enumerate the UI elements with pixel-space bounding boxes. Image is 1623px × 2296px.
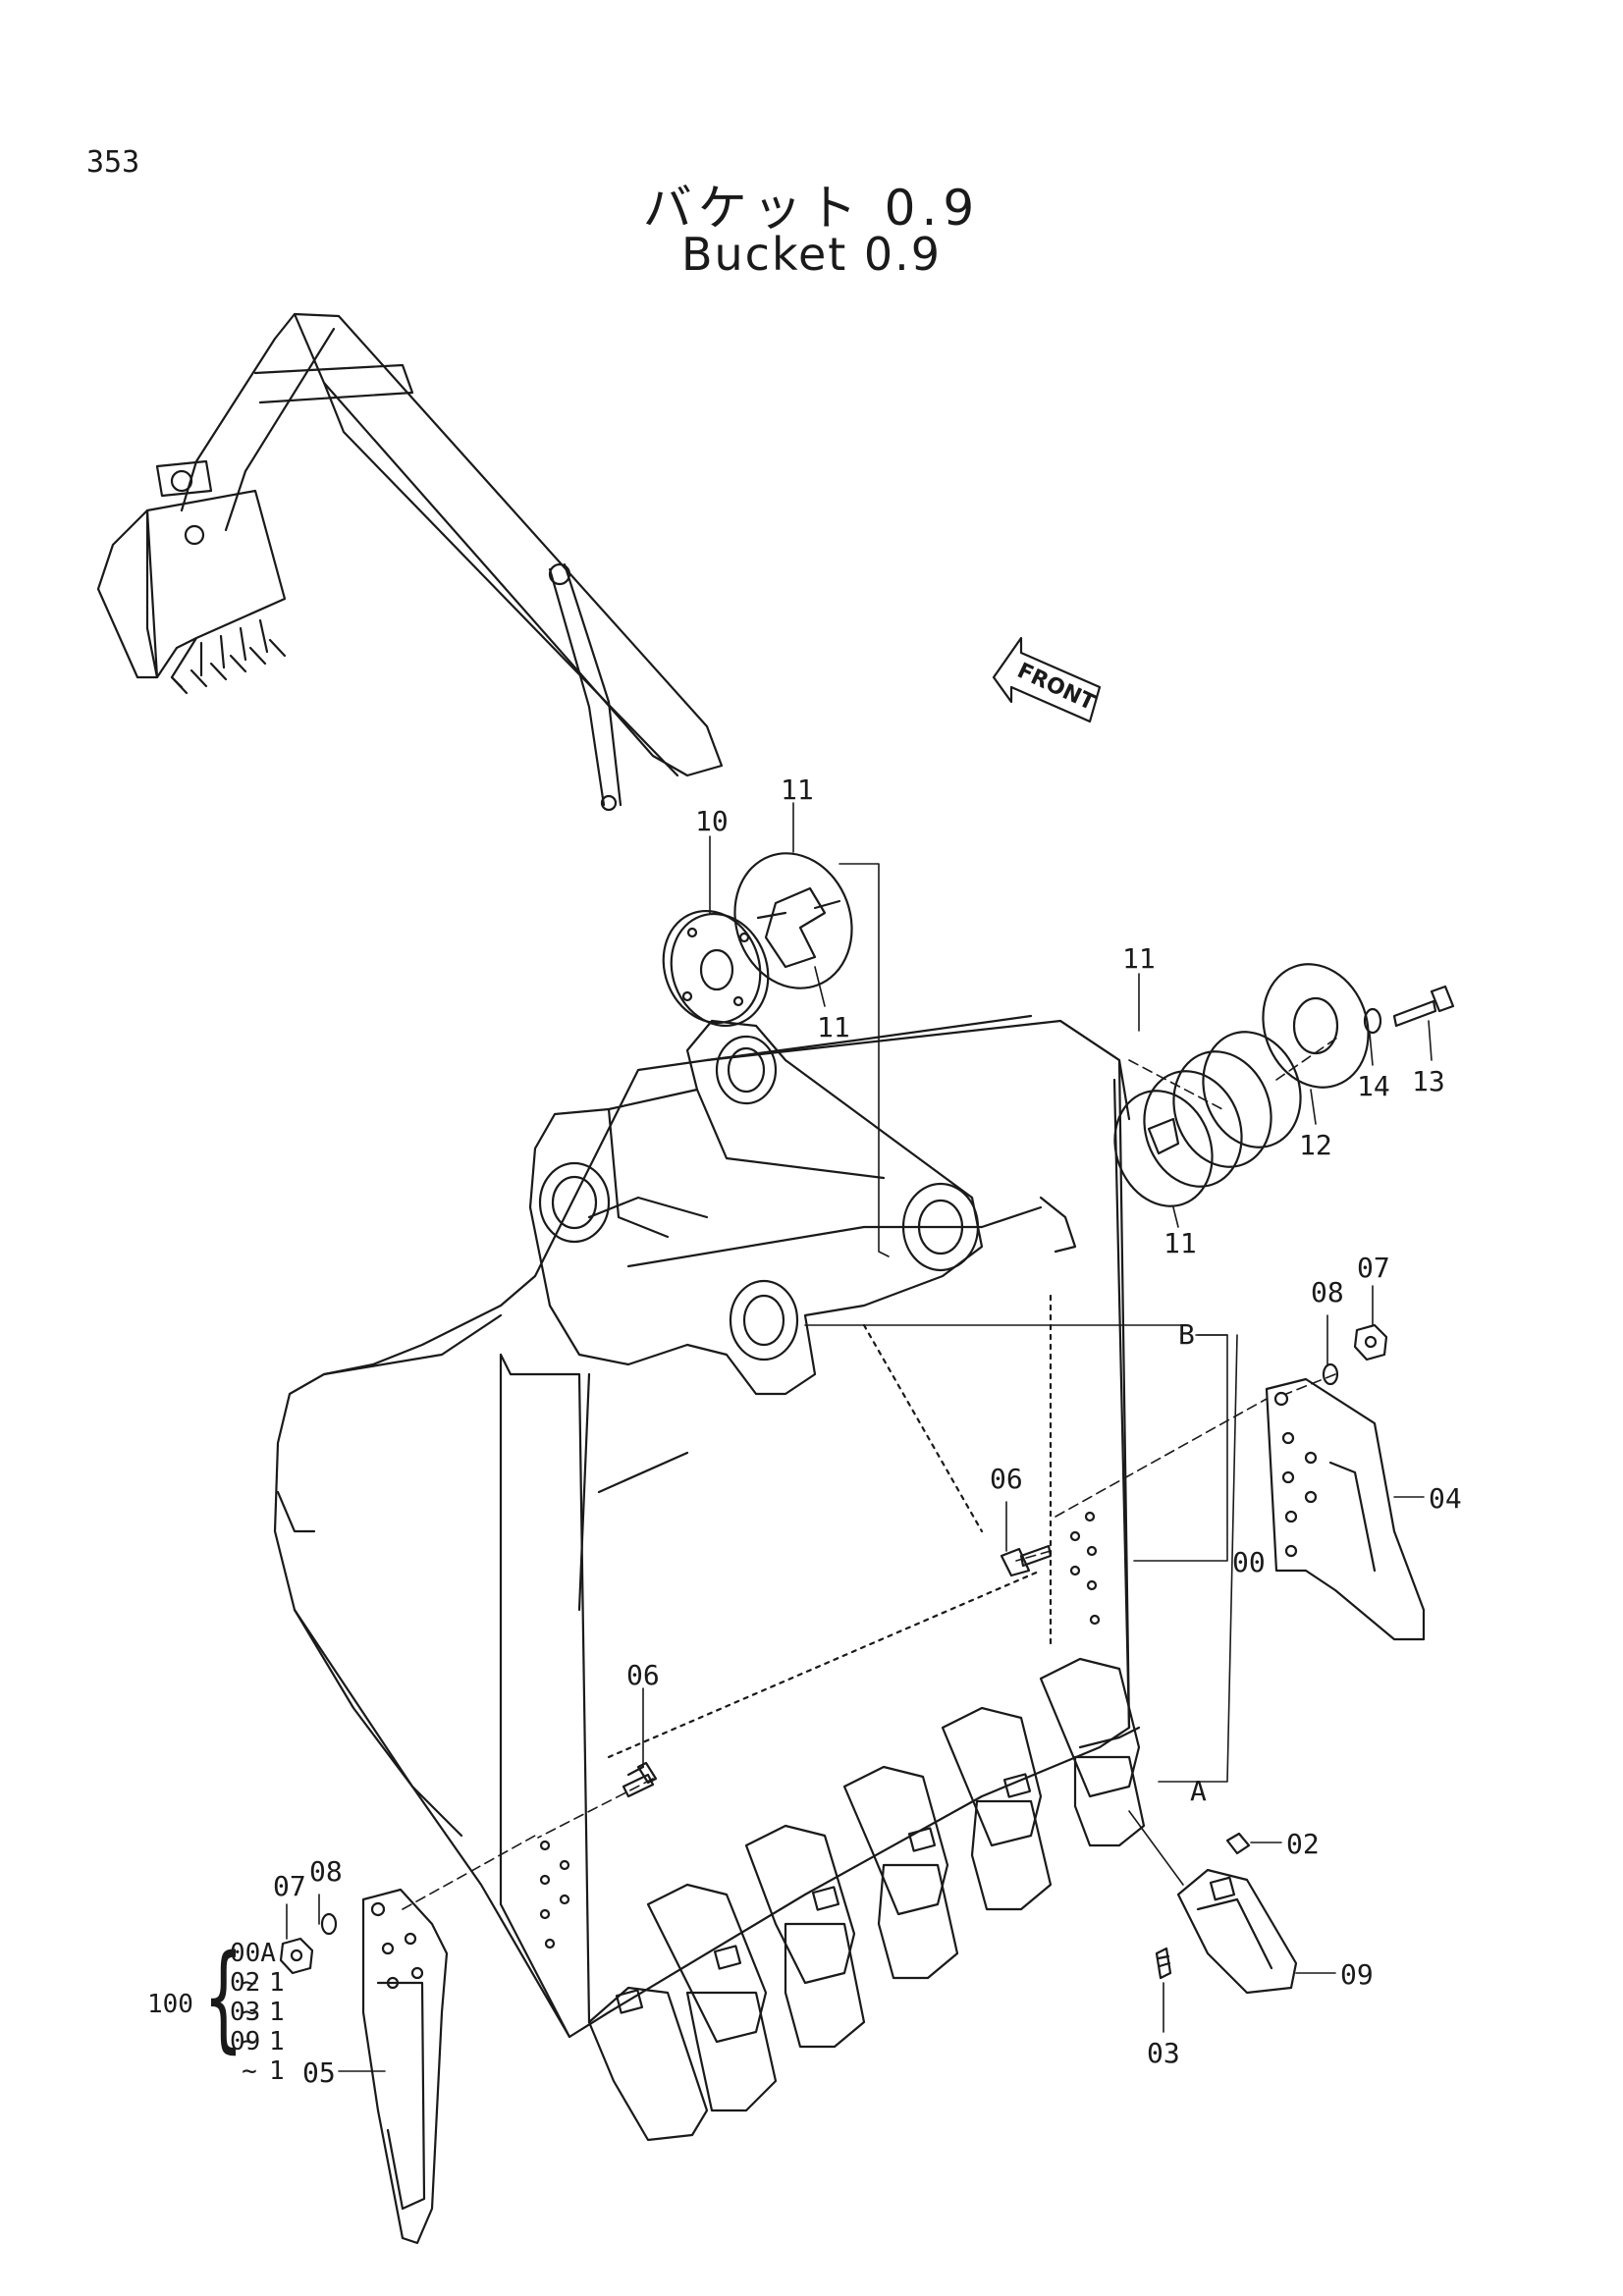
page-title-japanese: バケット 0.9	[642, 180, 981, 237]
leader-lines	[286, 802, 1433, 2072]
kit-row-code: 09	[230, 2027, 261, 2056]
kit-row-qty: 1	[269, 1968, 285, 1998]
kit-row-qty: 1	[269, 2056, 285, 2086]
tooth-09	[1176, 1868, 1298, 1995]
callout-13: 13	[1412, 1065, 1445, 1097]
callout-04: 04	[1429, 1482, 1462, 1515]
callout-05: 05	[302, 2056, 336, 2089]
callout-03: 03	[1147, 2037, 1180, 2069]
callout-07-left: 07	[273, 1870, 306, 1902]
pin-plate-10	[662, 909, 770, 1028]
callout-10: 10	[695, 805, 729, 837]
callout-14: 14	[1357, 1070, 1390, 1102]
callout-06-right: 06	[990, 1463, 1023, 1495]
shim-11-top	[733, 852, 853, 989]
kit-row: 09~1	[230, 2027, 289, 2086]
excavator-arm-overview	[96, 312, 724, 812]
kit-row-tilde: ~	[242, 1998, 257, 2027]
callout-07-right: 07	[1357, 1252, 1390, 1284]
kit-row-code: 03	[230, 1998, 261, 2027]
kit-row-tilde: ~	[242, 2027, 257, 2056]
callout-A: A	[1190, 1775, 1207, 1807]
kit-row: 00A~1	[230, 1939, 289, 1998]
washer-14	[1363, 1007, 1382, 1035]
callout-11-right-bottom: 11	[1163, 1227, 1197, 1259]
bucket-body	[273, 1014, 1131, 2039]
bolt-13	[1392, 985, 1455, 1028]
kit-row: 02~1	[230, 1968, 289, 2027]
pin-02	[1225, 1832, 1251, 1855]
callout-B: B	[1178, 1318, 1195, 1351]
bolt-06-right	[1000, 1544, 1053, 1577]
kit-id: 100	[147, 1990, 193, 2019]
callout-02: 02	[1286, 1828, 1320, 1860]
kit-row-tilde: ~	[242, 1968, 257, 1998]
callout-11-top: 11	[781, 774, 814, 806]
callout-11-right-top: 11	[1122, 942, 1156, 975]
callout-09: 09	[1340, 1958, 1374, 1991]
callout-06-left: 06	[626, 1659, 660, 1691]
kit-row-code: 00A	[230, 1939, 276, 1968]
kit-row-qty: 1	[269, 1998, 285, 2027]
callout-08-left: 08	[309, 1855, 343, 1888]
kit-row-tilde: ~	[242, 2056, 257, 2086]
shim-stack-11-right	[1113, 1031, 1302, 1207]
kit-row: 03~1	[230, 1998, 289, 2056]
page-number: 353	[86, 145, 140, 180]
kit-row-qty: 1	[269, 2027, 285, 2056]
bucket-bracket	[528, 1019, 984, 1396]
kit-rows: 00A~1 02~1 03~1 09~1	[230, 1939, 289, 2086]
washer-08-left	[320, 1912, 338, 1936]
bucket-teeth-row	[587, 1657, 1146, 2142]
side-cutter-04	[1265, 1377, 1426, 1641]
kit-brace: {	[204, 1929, 243, 2064]
nut-07-right	[1353, 1323, 1388, 1362]
front-direction-arrow: FRONT	[992, 636, 1102, 723]
callout-11-mid: 11	[817, 1011, 850, 1043]
lock-03	[1155, 1947, 1172, 1980]
callout-08-right: 08	[1311, 1276, 1344, 1308]
callout-00: 00	[1232, 1546, 1266, 1578]
side-cutter-05	[361, 1888, 449, 2245]
nut-07-left	[279, 1937, 314, 1975]
washer-08-right	[1322, 1362, 1339, 1386]
callout-12: 12	[1299, 1129, 1332, 1161]
kit-row-code: 02	[230, 1968, 261, 1998]
page-title-english: Bucket 0.9	[680, 228, 943, 281]
